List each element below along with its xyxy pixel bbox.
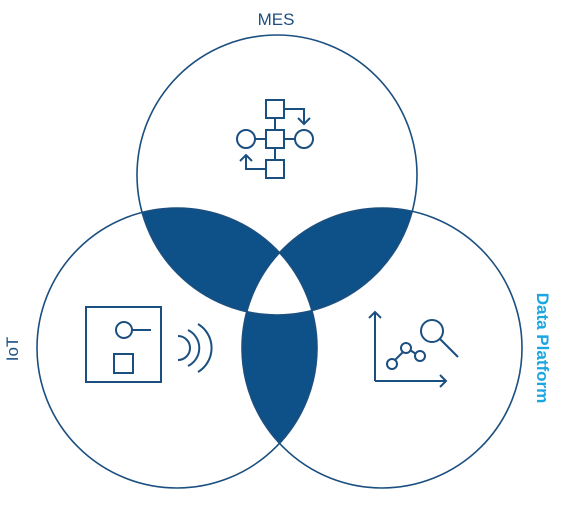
overlap-mes-iot <box>137 208 317 315</box>
circle-iot <box>36 207 318 489</box>
circle-outlines <box>36 34 523 489</box>
process-flow-icon <box>236 99 314 179</box>
iot-device-signal-icon <box>85 306 213 383</box>
label-data-platform: Data Platform <box>533 293 552 404</box>
overlap-mes-data-platform <box>242 208 417 315</box>
circle-data-platform <box>241 207 523 489</box>
data-analytics-icon <box>368 310 459 388</box>
label-iot: IoT <box>3 337 22 362</box>
label-mes: MES <box>258 10 295 29</box>
circle-mes <box>136 34 418 316</box>
